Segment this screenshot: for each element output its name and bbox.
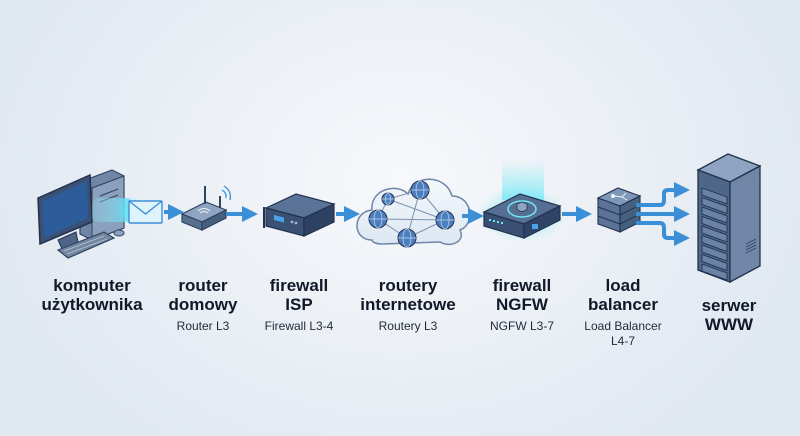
node-subtitle-line: L4-7 [610,334,636,348]
node-title: serwer [701,296,757,315]
node-subtitle: Router L3 [176,319,230,333]
node-title: firewall [492,276,552,295]
node-subtitle: NGFW L3-7 [489,319,555,333]
internet-cloud-icon [356,178,471,248]
node-label-ngfw: firewall NGFW NGFW L3-7 [490,276,554,334]
server-unit [701,263,728,281]
server-unit [701,215,728,234]
arrow-lb-to-server-3 [636,221,690,246]
server-unit [701,206,728,224]
node-label-web-server: serwer WWW [702,296,757,334]
node-title: ISP [285,295,313,314]
server-units [701,187,728,281]
node-subtitle-line: Load Balancer [584,319,662,333]
node-title: NGFW [496,295,548,314]
node-subtitle: Firewall L3-4 [264,319,334,333]
node-title: domowy [168,295,238,314]
server-unit [701,187,728,205]
load-balancer-icon [596,187,642,233]
node-title: internetowe [360,295,456,314]
node-label-isp-firewall: firewall ISP Firewall L3-4 [265,276,334,334]
server-unit [701,196,728,215]
ngfw-shield-appliance-icon [478,160,566,242]
node-label-home-router: router domowy Router L3 [169,276,238,334]
server-unit [701,225,728,243]
node-label-load-balancer: load balancer Load Balancer L4-7 [584,276,661,349]
node-title: load [605,276,641,295]
node-title: balancer [588,295,658,314]
node-title: komputer [53,276,131,295]
rack-firewall-icon [263,193,336,237]
node-title: WWW [704,315,754,334]
node-label-user-computer: komputer użytkownika [41,276,142,314]
node-title: routery [378,276,438,295]
server-unit [701,244,728,262]
node-title: router [178,276,228,295]
server-rack-icon [696,153,762,284]
node-title: użytkownika [41,295,143,314]
envelope-icon [128,200,163,224]
node-subtitle: Routery L3 [378,319,438,333]
server-unit [701,234,728,253]
node-label-internet-routers: routery internetowe Routery L3 [360,276,455,334]
node-title: firewall [269,276,329,295]
desktop-computer-icon [37,169,144,259]
node-subtitle: Load Balancer L4-7 [584,319,661,349]
wifi-router-icon [180,185,232,231]
server-unit [701,253,728,272]
arrow-lb-to-server-1 [636,182,690,207]
fan-out-arrows [636,182,690,246]
